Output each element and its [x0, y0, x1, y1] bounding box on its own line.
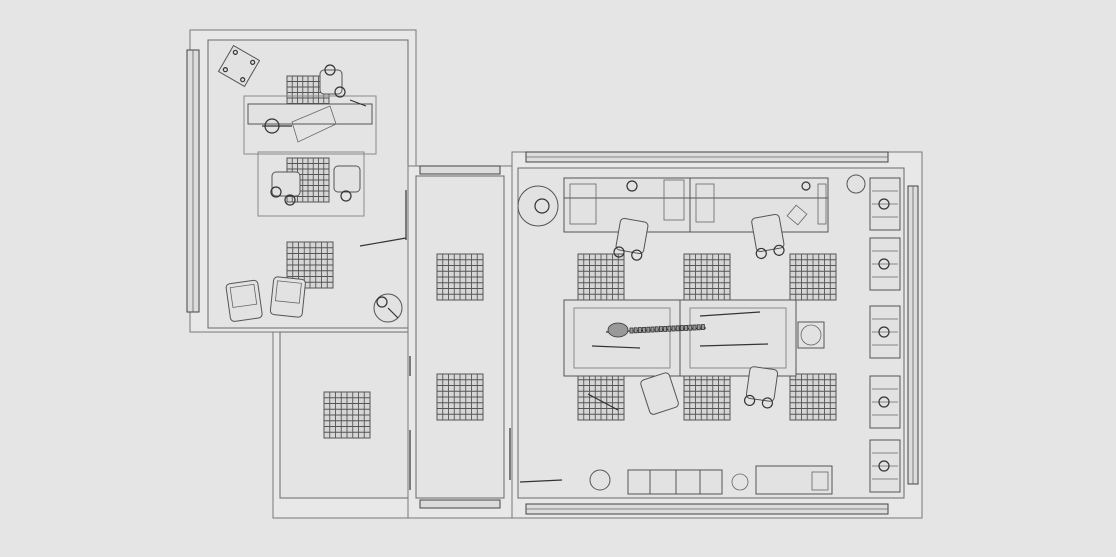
shelf-unit-icon — [869, 439, 901, 493]
floor-grate-icon — [436, 253, 484, 301]
north-west-workroom-furniture — [217, 44, 403, 323]
sink-icon — [811, 471, 829, 491]
desk-lamp-icon — [589, 469, 611, 491]
stool-icon — [797, 321, 825, 349]
shelf-unit-icon — [869, 177, 901, 231]
window-icon — [419, 165, 501, 175]
chair-icon — [743, 366, 779, 409]
floor-grate-icon — [789, 373, 837, 421]
chair-icon — [225, 279, 263, 322]
vertebra — [659, 326, 663, 333]
vertebra — [629, 327, 634, 334]
shelf-unit-icon — [869, 237, 901, 291]
chair-icon — [270, 171, 301, 206]
shelf-unit-icon — [869, 305, 901, 359]
shelf-unit-icon — [869, 375, 901, 429]
work-bench-icon — [243, 95, 377, 155]
floor-grates — [286, 75, 837, 439]
door-icon — [359, 237, 407, 247]
vertebra — [633, 327, 638, 334]
vertebra — [680, 325, 684, 332]
chair-icon — [333, 165, 361, 202]
floor-grate-icon — [577, 253, 625, 301]
sink-icon — [569, 183, 597, 225]
chair-icon — [751, 213, 785, 260]
chair-icon — [319, 64, 346, 98]
chair-icon — [269, 276, 306, 318]
work-bench-icon — [679, 299, 797, 377]
vertebra — [675, 325, 680, 332]
vertebra — [638, 327, 642, 334]
stool-icon — [373, 293, 403, 323]
floor-grate-icon — [683, 373, 731, 421]
sink-icon — [663, 179, 685, 221]
windows — [186, 49, 919, 515]
vertebra — [642, 326, 646, 333]
doors — [359, 190, 563, 490]
skeleton-icon — [591, 311, 769, 349]
main-laboratory-furniture — [517, 174, 901, 495]
vertebra — [701, 324, 705, 331]
vertebra — [671, 325, 676, 332]
floor-grate-icon — [789, 253, 837, 301]
vertebra — [650, 326, 655, 333]
chair-icon — [613, 217, 649, 261]
vertebra — [663, 325, 667, 332]
stool-icon — [217, 44, 261, 88]
window-icon — [419, 499, 501, 509]
floor-grate-icon — [577, 373, 625, 421]
chair-icon — [640, 372, 679, 415]
work-bench-icon — [563, 299, 681, 377]
work-bench-icon — [627, 469, 723, 495]
vertebra — [646, 326, 651, 333]
work-bench-icon — [755, 465, 833, 495]
vertebra — [696, 324, 701, 331]
east-shelving — [869, 177, 901, 493]
vertebra — [688, 324, 693, 331]
floor-grate-icon — [436, 373, 484, 421]
vertebra — [654, 326, 659, 333]
vertebra — [684, 324, 688, 331]
floor-grate-icon — [683, 253, 731, 301]
floor-grate-icon — [323, 391, 371, 439]
desk-lamp-icon — [517, 185, 559, 227]
floor-corridor — [415, 175, 505, 499]
vertebra — [667, 325, 672, 332]
vertebra — [692, 324, 697, 331]
